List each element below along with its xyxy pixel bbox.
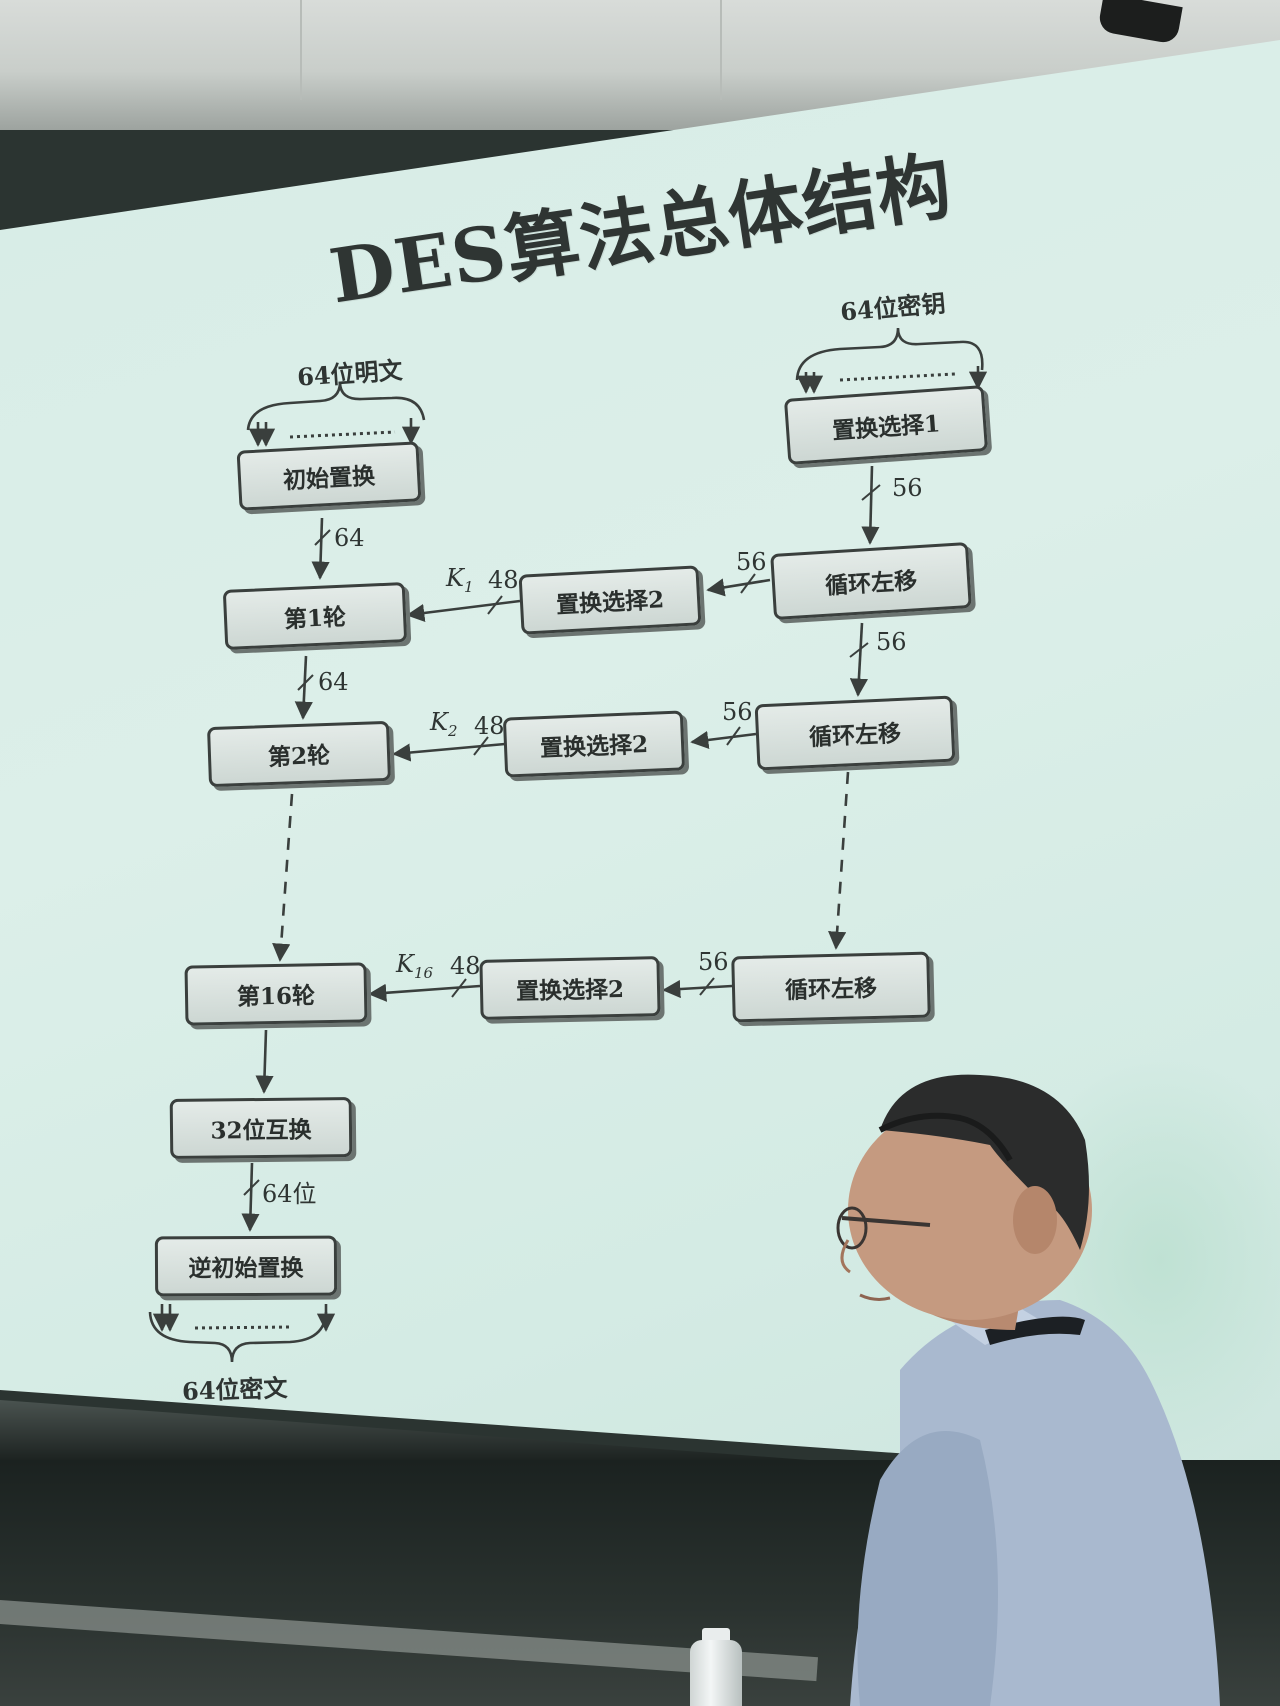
bits-label: 48 bbox=[450, 952, 481, 980]
bits-label: 48 bbox=[488, 566, 519, 594]
ciphertext-brace bbox=[148, 1311, 328, 1363]
subkey-index: 16 bbox=[413, 963, 434, 982]
plaintext-brace bbox=[246, 381, 426, 431]
ceiling-tile bbox=[300, 0, 722, 100]
bits-label: 48 bbox=[474, 712, 505, 740]
bits-label: 64 bbox=[334, 524, 365, 552]
water-bottle bbox=[690, 1640, 742, 1706]
subkey-letter: K bbox=[430, 708, 448, 736]
subkey-letter: K bbox=[446, 564, 464, 592]
bits-label: 56 bbox=[698, 948, 729, 976]
bits-label: 64位 bbox=[262, 1180, 317, 1208]
ceiling-tile bbox=[0, 0, 302, 100]
subkey-letter: K bbox=[396, 950, 414, 978]
bits-label: 56 bbox=[876, 628, 907, 656]
subkey-index: 1 bbox=[463, 577, 474, 596]
subkey-label: K2 bbox=[430, 708, 457, 740]
key-brace bbox=[795, 327, 984, 381]
subkey-index: 2 bbox=[447, 721, 458, 740]
bits-label: 56 bbox=[736, 548, 767, 576]
bits-label: 64 bbox=[318, 668, 349, 696]
bits-label: 56 bbox=[722, 698, 753, 726]
subkey-label: K1 bbox=[446, 564, 473, 596]
subkey-label: K16 bbox=[396, 950, 433, 982]
bits-label: 56 bbox=[892, 474, 923, 502]
